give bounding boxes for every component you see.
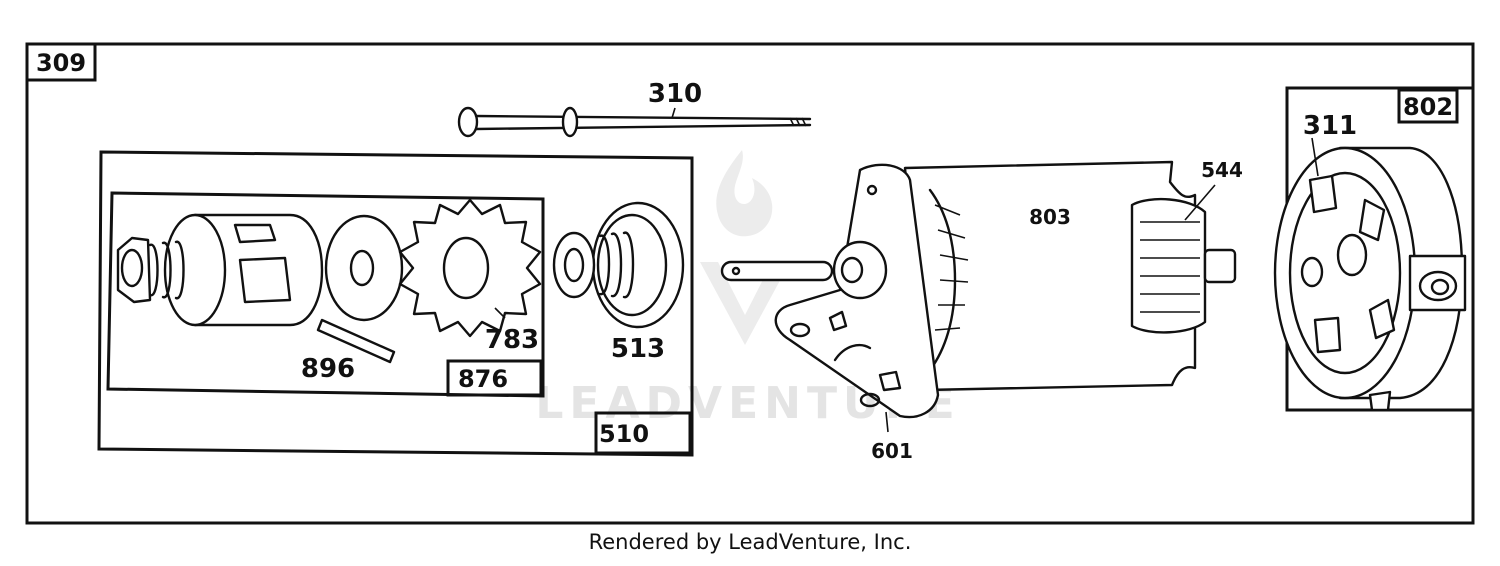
brush-holder-top [1308, 174, 1338, 214]
bolt-shaft-top [474, 114, 812, 121]
terminal-post-inner [1430, 278, 1450, 296]
end-cap-inner-ring [1288, 171, 1402, 375]
brush-holder-lower-right [1368, 298, 1396, 340]
washer-hole [349, 249, 375, 287]
gear-783: 783 [398, 198, 542, 355]
callout-783-label: 783 [485, 325, 539, 355]
end-plate-601: 601 [720, 163, 940, 463]
leader-601 [885, 411, 889, 433]
leader-310 [671, 107, 676, 119]
callout-896-label: 896 [301, 354, 355, 384]
pinion-slots [233, 223, 292, 304]
shaft-bearing-inner [840, 256, 864, 284]
pin-896: 896 [301, 318, 396, 384]
assembly-box-876: 876 [106, 191, 545, 398]
callout-311-label: 311 [1303, 111, 1357, 141]
armature-544: 544 [1130, 158, 1243, 334]
callout-513-label: 513 [611, 334, 665, 364]
armature-shaft-end [1203, 248, 1237, 284]
pinion-spring [148, 240, 185, 300]
bolt-thread [789, 117, 807, 127]
housing-windings [934, 204, 969, 331]
callout-309-box [25, 42, 97, 82]
washer [324, 214, 404, 322]
bolt-head [457, 106, 479, 138]
end-cap-hub [1336, 233, 1368, 277]
box-510-outline [97, 150, 694, 457]
terminal-post [1418, 270, 1458, 302]
callout-309: 309 [25, 42, 97, 82]
pinion-nut-bore [120, 248, 144, 288]
leader-783 [494, 307, 506, 319]
gear-bore [442, 236, 490, 300]
callout-510-label: 510 [599, 420, 649, 448]
callout-803-label: 803 [1029, 205, 1071, 229]
callout-544-label: 544 [1201, 158, 1243, 182]
clutch-spring [598, 231, 635, 299]
callout-601-label: 601 [871, 439, 913, 463]
parts-diagram: LEADVENTURE 309 310 510 876 [25, 42, 1475, 525]
callout-510-box [594, 411, 692, 455]
clutch-513: 513 [552, 201, 685, 364]
footer-credit: Rendered by LeadVenture, Inc. [588, 530, 912, 554]
bolt-shaft-bottom [474, 123, 812, 131]
housing-field-coil [928, 188, 957, 372]
shaft-bearing [832, 240, 888, 300]
brush-holder-right [1358, 198, 1386, 242]
assembly-box-510: 510 [97, 150, 694, 457]
leader-311 [1311, 137, 1319, 177]
commutator-bars [1140, 221, 1200, 313]
box-876-outline [106, 191, 545, 398]
brush-holder-bottom [1313, 316, 1342, 354]
end-plate-hole-top [866, 184, 878, 196]
drive-pinion-assembly [116, 213, 324, 327]
end-cap-bearing [1300, 256, 1324, 288]
callout-309-label: 309 [36, 49, 86, 77]
pinion-sleeve-face [163, 213, 227, 327]
end-plate-hole-left [789, 322, 811, 338]
drive-shaft-hole [731, 266, 741, 276]
clutch-inner-ring [596, 213, 668, 317]
callout-802-label: 802 [1403, 93, 1453, 121]
end-plate-hole-bottom [859, 392, 881, 408]
end-plate-slots [828, 310, 902, 392]
drive-shaft [720, 260, 834, 282]
callout-876-label: 876 [458, 365, 508, 393]
watermark-flame-icon [716, 150, 773, 237]
end-cap-assembly: 311 [1273, 111, 1467, 412]
callout-310-label: 310 [648, 79, 702, 109]
through-bolt-310: 310 [457, 79, 812, 138]
pin-body [316, 318, 396, 364]
callout-802-box [1397, 88, 1459, 124]
end-cap-tab [1368, 390, 1392, 412]
callout-876-box [446, 359, 543, 397]
clutch-flange [591, 201, 685, 329]
end-plate-arc [833, 344, 872, 362]
watermark-v-icon [700, 262, 790, 345]
clutch-hub [552, 231, 596, 299]
bolt-collar [561, 106, 579, 138]
leader-544 [1184, 184, 1216, 221]
clutch-hub-bore [563, 247, 585, 283]
